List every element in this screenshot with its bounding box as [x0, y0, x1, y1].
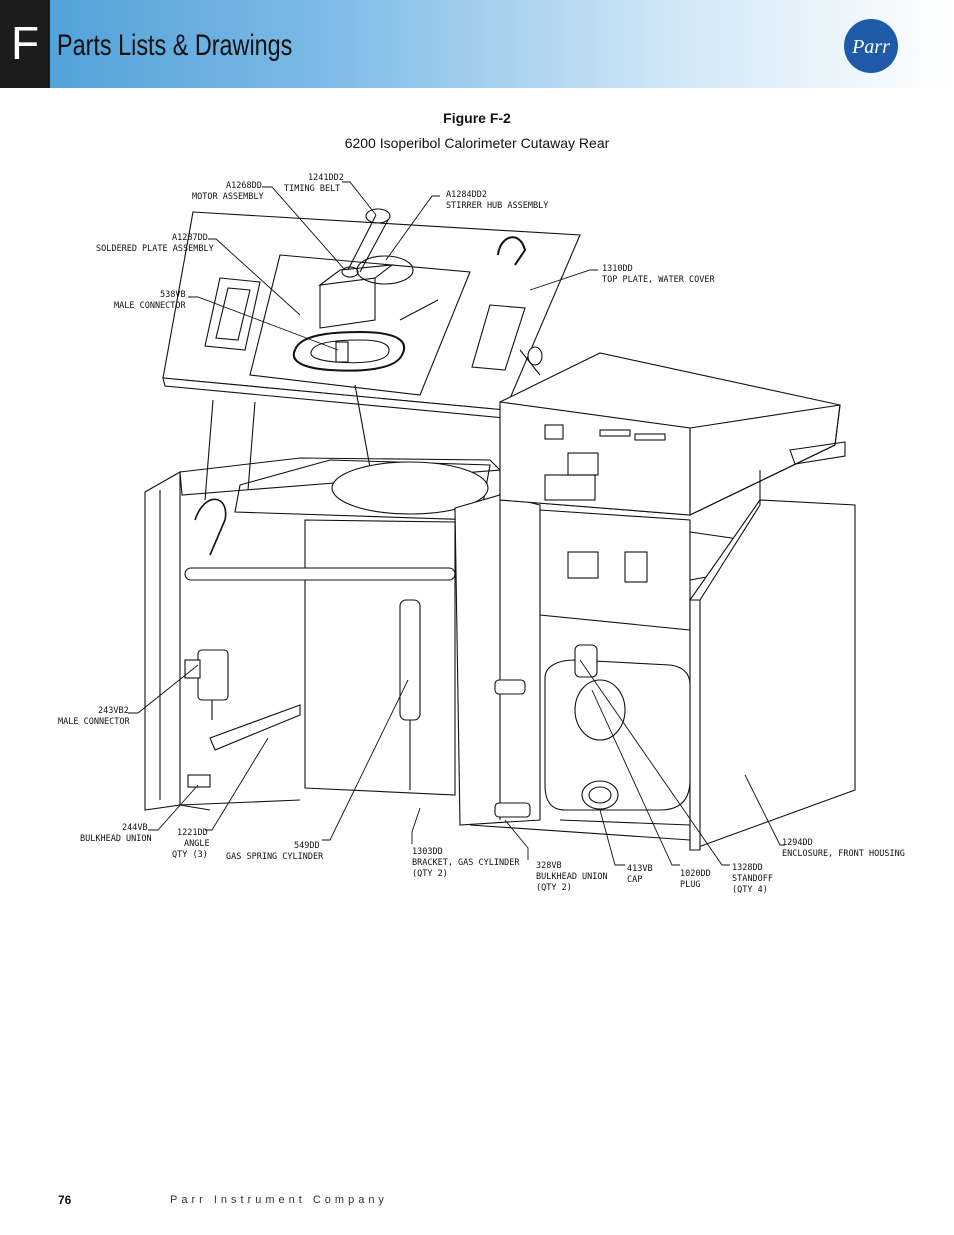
callout-d1303-desc: BRACKET, GAS CYLINDER [412, 858, 520, 868]
callout-a1284dd2-part: A1284DD2 [446, 190, 487, 200]
calorimeter-illustration [144, 208, 856, 851]
callout-t1310dd-part: 1310DD [602, 264, 633, 274]
section-letter-box: F [0, 0, 50, 88]
footer-company: Parr Instrument Company [170, 1194, 388, 1206]
figure-label: Figure F-2 [443, 110, 511, 126]
callout-v328-part: 328VB [536, 861, 562, 871]
callout-v244-desc: BULKHEAD UNION [80, 834, 152, 844]
callout-v243-part: 243VB2 [98, 706, 129, 716]
callout-d1221-desc: ANGLE [184, 839, 210, 849]
callout-a1287dd-desc: SOLDERED PLATE ASSEMBLY [96, 244, 214, 254]
section-letter: F [10, 17, 40, 69]
callout-t1241dd2-part: 1241DD2 [308, 173, 344, 183]
callout-labels: A1268DD MOTOR ASSEMBLY 1241DD2 TIMING BE… [58, 173, 905, 895]
callout-d1221-part: 1221DD [177, 828, 208, 838]
callout-d1303-qty: (QTY 2) [412, 869, 448, 879]
leader-lines [128, 181, 785, 866]
figure-caption: 6200 Isoperibol Calorimeter Cutaway Rear [344, 135, 610, 151]
callout-d549-desc: GAS SPRING CYLINDER [226, 852, 324, 862]
callout-v328-desc: BULKHEAD UNION [536, 872, 608, 882]
callout-v328-qty: (QTY 2) [536, 883, 572, 893]
callout-d1294-desc: ENCLOSURE, FRONT HOUSING [782, 849, 905, 859]
callout-v413-part: 413VB [627, 864, 653, 874]
callout-v413-desc: CAP [627, 875, 642, 885]
callout-d1020-desc: PLUG [680, 880, 700, 890]
callout-d1328-desc: STANDOFF [732, 874, 773, 884]
callout-t1310dd-desc: TOP PLATE, WATER COVER [602, 275, 715, 285]
callout-d1020-part: 1020DD [680, 869, 711, 879]
callout-d1303-part: 1303DD [412, 847, 443, 857]
callout-d549-part: 549DD [294, 841, 320, 851]
section-title: Parts Lists & Drawings [57, 29, 293, 62]
callout-v243-desc: MALE CONNECTOR [58, 717, 131, 727]
callout-v538-part: 538VB [160, 290, 186, 300]
callout-d1328-part: 1328DD [732, 863, 763, 873]
callout-d1294-part: 1294DD [782, 838, 813, 848]
callout-v538-desc: MALE CONNECTOR [114, 301, 187, 311]
cutaway-drawing: A1268DD MOTOR ASSEMBLY 1241DD2 TIMING BE… [58, 173, 905, 895]
callout-a1287dd-part: A1287DD [172, 233, 208, 243]
callout-d1221-qty: QTY (3) [172, 850, 208, 860]
callout-t1241dd2-desc: TIMING BELT [284, 184, 340, 194]
callout-a1268dd-desc: MOTOR ASSEMBLY [192, 192, 264, 202]
page-number: 76 [58, 1193, 72, 1207]
parr-logo: Parr [844, 19, 898, 73]
page-header: F Parts Lists & Drawings Parr [0, 0, 954, 88]
callout-a1284dd2-desc: STIRRER HUB ASSEMBLY [446, 201, 548, 211]
callout-v244-part: 244VB [122, 823, 148, 833]
callout-a1268dd-part: A1268DD [226, 181, 262, 191]
svg-text:Parr: Parr [851, 36, 890, 58]
callout-d1328-qty: (QTY 4) [732, 885, 768, 895]
